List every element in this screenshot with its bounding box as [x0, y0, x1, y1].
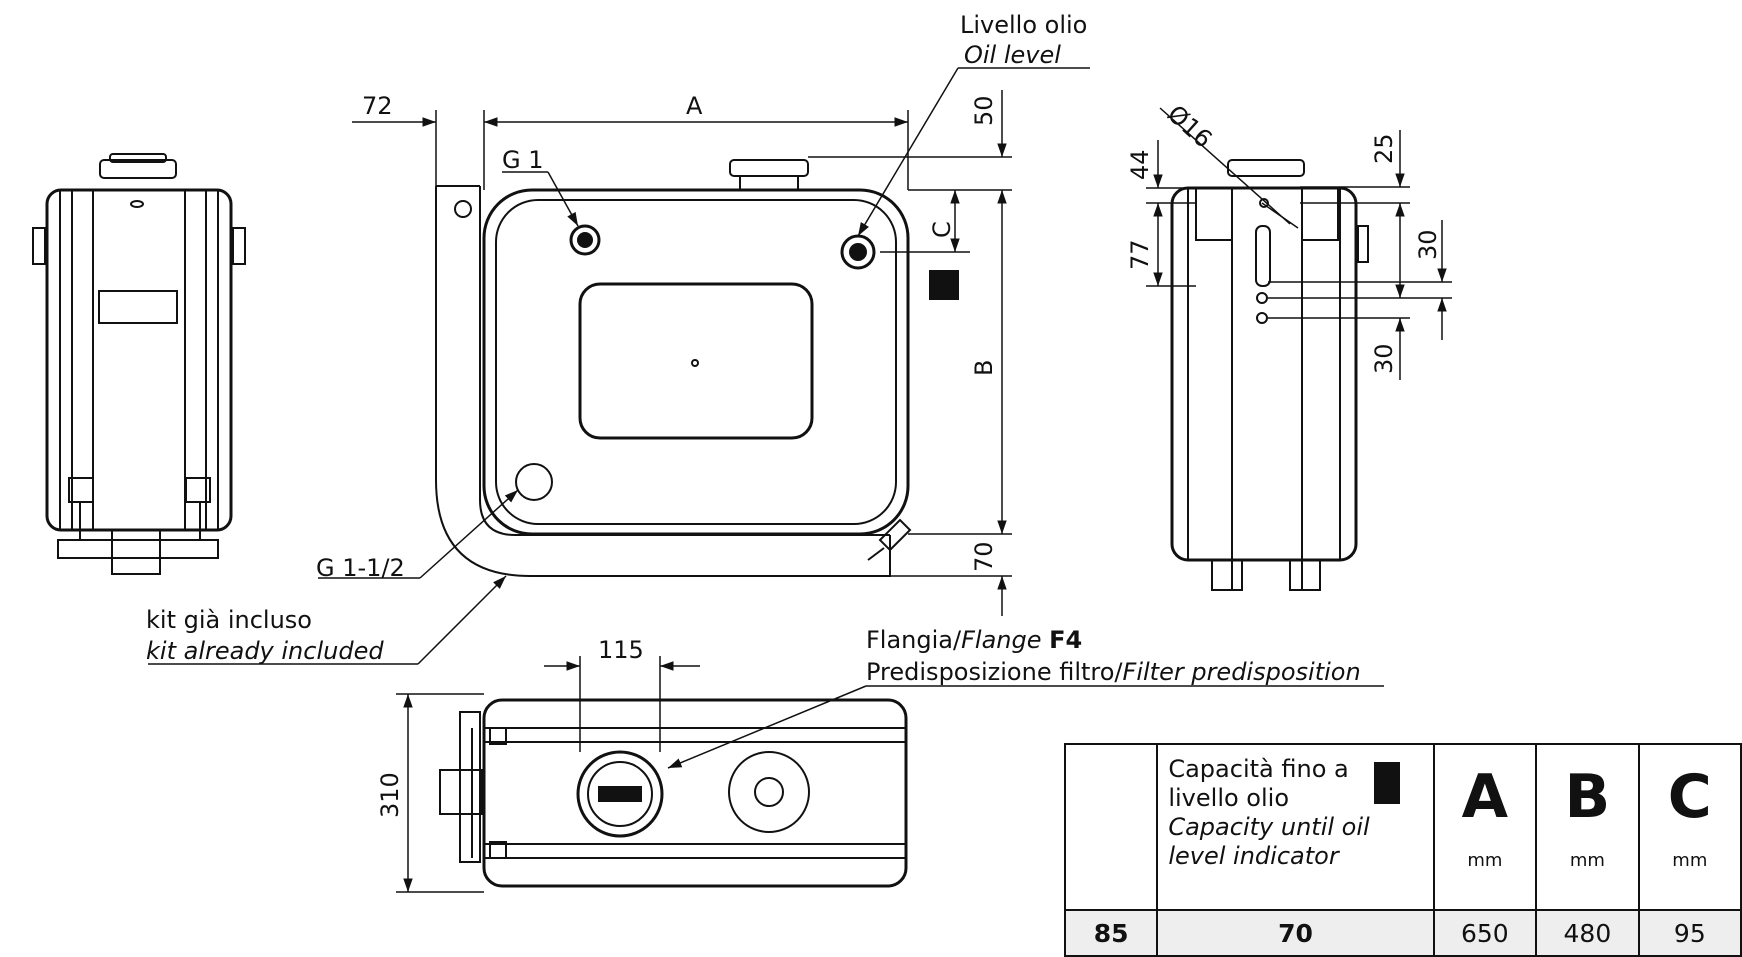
- capacity-label-en-1: Capacity until oil: [1168, 813, 1370, 841]
- right-side-view: [1170, 159, 1369, 591]
- dim-30-top: 30: [1414, 229, 1442, 260]
- top-view: [439, 698, 908, 888]
- header-capacity-cell: Capacità fino a livello olio Capacity un…: [1156, 743, 1435, 911]
- port-g112-label: G 1-1/2: [316, 554, 405, 582]
- dim-44: 44: [1126, 149, 1154, 180]
- filter-label: Predisposizione filtro/Filter predisposi…: [866, 658, 1361, 686]
- kit-label-en: kit already included: [146, 637, 384, 665]
- row-capacity: 70: [1156, 909, 1435, 957]
- flange-label-en: Flange: [961, 626, 1041, 654]
- spec-table-header: Capacità fino a livello olio Capacity un…: [1063, 743, 1742, 911]
- capacity-label-it-1: Capacità fino a: [1168, 755, 1349, 783]
- col-a-label: A: [1461, 762, 1509, 832]
- flange-code: F4: [1049, 626, 1082, 654]
- dim-50: 50: [970, 95, 998, 126]
- filter-label-it: Predisposizione filtro/: [866, 658, 1123, 686]
- dim-77: 77: [1126, 239, 1154, 270]
- dim-310: 310: [376, 772, 404, 818]
- dim-c: C: [928, 221, 956, 238]
- dim-a: A: [686, 92, 703, 120]
- dim-72: 72: [362, 92, 393, 120]
- header-model-cell: [1063, 743, 1159, 911]
- table-row: 85 70 650 480 95: [1063, 909, 1742, 957]
- dim-115: 115: [598, 636, 644, 664]
- front-view: [435, 159, 959, 577]
- dim-25: 25: [1370, 133, 1398, 164]
- kit-label-it: kit già incluso: [146, 606, 312, 634]
- row-c: 95: [1637, 909, 1742, 957]
- col-a-unit: mm: [1467, 850, 1503, 871]
- left-side-view: [32, 153, 246, 575]
- diameter-label: Ø16: [1162, 100, 1217, 154]
- dim-70: 70: [970, 541, 998, 572]
- dimension-lines: [352, 90, 1452, 893]
- flange-label-it: Flangia/: [866, 626, 962, 654]
- capacity-label-it-2: livello olio: [1168, 784, 1289, 812]
- col-b-unit: mm: [1569, 850, 1605, 871]
- dim-b: B: [970, 360, 998, 376]
- technical-drawing: Livello olio Oil level G 1 G 1-1/2 kit g…: [32, 11, 1452, 893]
- filter-label-en: Filter predisposition: [1123, 658, 1361, 686]
- oil-level-label-en: Oil level: [964, 41, 1061, 69]
- flange-label: Flangia/Flange F4: [866, 626, 1082, 654]
- capacity-label-en-2: level indicator: [1168, 842, 1339, 870]
- port-g1-label: G 1: [502, 146, 544, 174]
- row-a: 650: [1432, 909, 1538, 957]
- row-b: 480: [1535, 909, 1640, 957]
- col-c-unit: mm: [1672, 850, 1708, 871]
- row-model: 85: [1063, 909, 1159, 957]
- col-b-label: B: [1564, 762, 1611, 832]
- dim-30-bottom: 30: [1370, 343, 1398, 374]
- black-square-marker: [1374, 762, 1401, 804]
- leader-lines: [148, 67, 1384, 769]
- oil-level-label-it: Livello olio: [960, 11, 1087, 39]
- spec-table: Capacità fino a livello olio Capacity un…: [1063, 743, 1742, 957]
- col-c-label: C: [1667, 762, 1712, 832]
